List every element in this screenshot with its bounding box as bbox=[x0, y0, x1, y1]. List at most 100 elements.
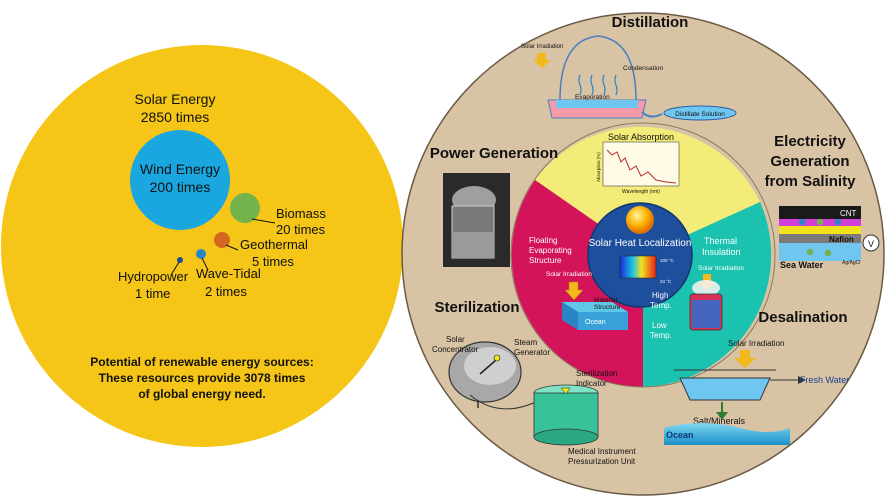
solar-value: 2850 times bbox=[141, 109, 209, 125]
distillation-sun-arrow bbox=[533, 53, 551, 68]
fresh-water-arrowhead bbox=[798, 376, 806, 384]
geothermal-circle bbox=[214, 232, 230, 248]
wavetidal-circle bbox=[196, 249, 206, 259]
vapor-arrows bbox=[578, 74, 618, 96]
floating-block-top bbox=[562, 302, 628, 312]
thermal-line-2: Insulation bbox=[702, 247, 741, 257]
absorption-ylabel: Absorption (%) bbox=[596, 152, 601, 182]
hydropower-circle bbox=[177, 257, 183, 263]
core-label: Solar Heat Localization bbox=[589, 238, 692, 249]
sterilization-title: Sterilization bbox=[434, 299, 519, 316]
desal-sun-arrow bbox=[734, 350, 756, 368]
floating-line-1: Floating bbox=[529, 236, 557, 245]
temp-high-label: 100 °C bbox=[660, 258, 675, 263]
voltmeter-label: V bbox=[868, 239, 874, 249]
hydropower-leader bbox=[170, 261, 180, 276]
concentrator-arm bbox=[479, 359, 497, 375]
distillate-pipe bbox=[641, 111, 663, 118]
distillation-dome bbox=[559, 35, 637, 101]
voltmeter-icon bbox=[862, 234, 880, 252]
material-line-1: Material bbox=[594, 297, 618, 304]
high-temp-line-1: High bbox=[652, 291, 668, 300]
geothermal-label: Geothermal bbox=[240, 237, 308, 252]
caption-line-1: Potential of renewable energy sources: bbox=[90, 355, 313, 369]
wind-label: Wind Energy bbox=[140, 161, 220, 177]
biomass-leader bbox=[251, 218, 276, 224]
solar-heat-applications-diagram: Solar Heat Localization 100 °C 34 °C Sol… bbox=[401, 12, 885, 496]
solar-irradiation-left-label: Solar Irradiation bbox=[546, 271, 592, 278]
yellow-sector bbox=[535, 126, 760, 255]
salt-arrowhead bbox=[716, 412, 728, 420]
renewable-potential-diagram: Solar Energy 2850 times Wind Energy 200 … bbox=[1, 45, 403, 447]
biomass-circle bbox=[230, 193, 260, 223]
solar-circle bbox=[1, 45, 403, 447]
distillation-title: Distillation bbox=[612, 14, 689, 31]
caption-line-3: of global energy need. bbox=[138, 387, 265, 401]
floating-line-2: Evaporating bbox=[529, 246, 572, 255]
disc-outline bbox=[510, 122, 776, 388]
steam-hose bbox=[469, 394, 541, 410]
steam-line-1: Steam bbox=[514, 338, 537, 347]
beaker-water bbox=[692, 300, 720, 328]
floating-line-3: Structure bbox=[529, 256, 562, 265]
absorption-curve bbox=[606, 149, 677, 184]
wind-circle bbox=[130, 130, 230, 230]
desal-basin bbox=[679, 377, 771, 401]
salinity-device bbox=[779, 206, 861, 261]
wind-value: 200 times bbox=[150, 179, 211, 195]
ocean-body bbox=[664, 423, 790, 445]
indicator-line-1: Sterilization bbox=[576, 369, 617, 378]
floating-block-front bbox=[562, 302, 578, 330]
steam-plume bbox=[692, 280, 720, 296]
desalination-title: Desalination bbox=[758, 309, 847, 326]
power-title: Power Generation bbox=[430, 145, 558, 162]
low-temp-line-1: Low bbox=[652, 321, 667, 330]
caption-line-2: These resources provide 3078 times bbox=[99, 371, 306, 385]
absorption-plot-frame bbox=[602, 141, 680, 187]
sterilization-indicator-icon bbox=[560, 387, 571, 395]
salinity-title-1: Electricity bbox=[774, 133, 846, 150]
cnt-label: CNT bbox=[840, 209, 857, 218]
hydropower-label: Hydropower bbox=[118, 269, 189, 284]
steam-line-2: Generator bbox=[514, 348, 550, 357]
hydropower-value: 1 time bbox=[135, 286, 170, 301]
wavetidal-value: 2 times bbox=[205, 284, 247, 299]
unit-line-1: Medical Instrument bbox=[568, 447, 636, 456]
evaporation-label: Evaporation bbox=[575, 94, 610, 101]
material-line-2: Structure bbox=[594, 304, 621, 311]
distillation-solar-label: Solar Irradiation bbox=[521, 44, 563, 50]
indicator-line-2: Indicator bbox=[576, 379, 607, 388]
fresh-water-label: Fresh Water bbox=[800, 375, 849, 385]
distillate-tank bbox=[663, 105, 737, 121]
seawater-label: Sea Water bbox=[780, 260, 824, 270]
geothermal-leader bbox=[225, 244, 239, 251]
power-photo bbox=[443, 173, 510, 267]
concentrator-line-1: Solar bbox=[446, 335, 465, 344]
salinity-title-3: from Salinity bbox=[765, 173, 857, 190]
biomass-value: 20 times bbox=[276, 222, 326, 237]
high-temp-line-2: Temp. bbox=[650, 301, 672, 310]
sun-icon bbox=[626, 206, 654, 234]
thermal-line-1: Thermal bbox=[704, 236, 737, 246]
salinity-title-2: Generation bbox=[770, 153, 849, 170]
geothermal-value: 5 times bbox=[252, 254, 294, 269]
low-temp-line-2: Temp. bbox=[650, 331, 672, 340]
distillate-label: Distillate Solution bbox=[675, 111, 725, 118]
pressurization-unit-base bbox=[533, 428, 599, 446]
salt-label: Salt/Minerals bbox=[693, 416, 746, 426]
wavetidal-label: Wave-Tidal bbox=[196, 266, 261, 281]
distillation-water bbox=[556, 100, 638, 108]
center-ocean-label: Ocean bbox=[585, 319, 606, 326]
desal-solar-label: Solar Irradiation bbox=[728, 339, 784, 348]
absorption-xlabel: Wavelength (nm) bbox=[622, 189, 660, 195]
absorption-title: Solar Absorption bbox=[608, 132, 674, 142]
solar-label: Solar Energy bbox=[135, 91, 216, 107]
core-circle bbox=[587, 202, 693, 308]
condensation-label: Condensation bbox=[623, 65, 663, 72]
desal-ocean-label: Ocean bbox=[666, 430, 694, 440]
sun-ray-arrow-left bbox=[564, 281, 584, 301]
unit-line-2: Pressurization Unit bbox=[568, 457, 636, 466]
solar-irradiation-right-label: Solar Irradiation bbox=[698, 265, 744, 272]
temp-low-label: 34 °C bbox=[660, 279, 672, 284]
